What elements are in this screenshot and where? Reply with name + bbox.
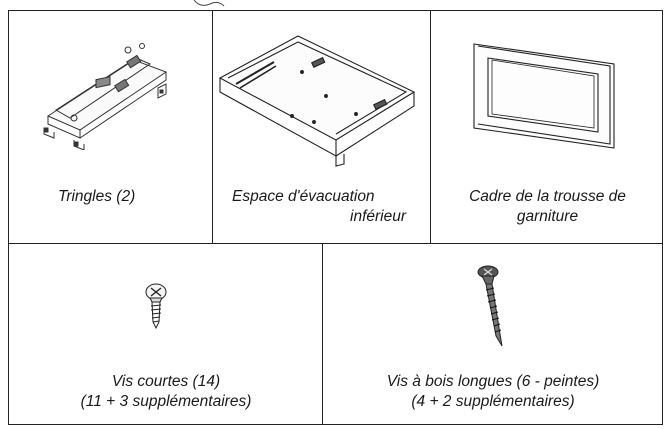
cropped-drawing-fragment — [193, 0, 225, 7]
row-divider — [8, 243, 663, 244]
rails-icon — [43, 43, 168, 150]
trim-frame-icon — [473, 43, 615, 149]
column-divider-1 — [212, 10, 213, 244]
long-screw-caption: Vis à bois longues (6 - peintes) (4 + 2 … — [386, 373, 600, 410]
short-screw-caption: Vis courtes (14) (11 + 3 supplémentaires… — [80, 373, 252, 410]
trim-frame-caption: Cadre de la trousse de garniture — [469, 188, 626, 225]
bottom-vent-tray-icon — [218, 35, 416, 167]
rails-caption: Tringles (2) — [58, 188, 136, 205]
long-wood-screw-icon — [477, 265, 503, 347]
column-divider-2 — [430, 10, 431, 244]
column-divider-3 — [322, 243, 323, 425]
bottom-vent-caption: Espace d'évacuation inférieur — [232, 188, 406, 225]
short-screw-icon — [145, 283, 167, 330]
parts-table-border — [8, 10, 663, 425]
